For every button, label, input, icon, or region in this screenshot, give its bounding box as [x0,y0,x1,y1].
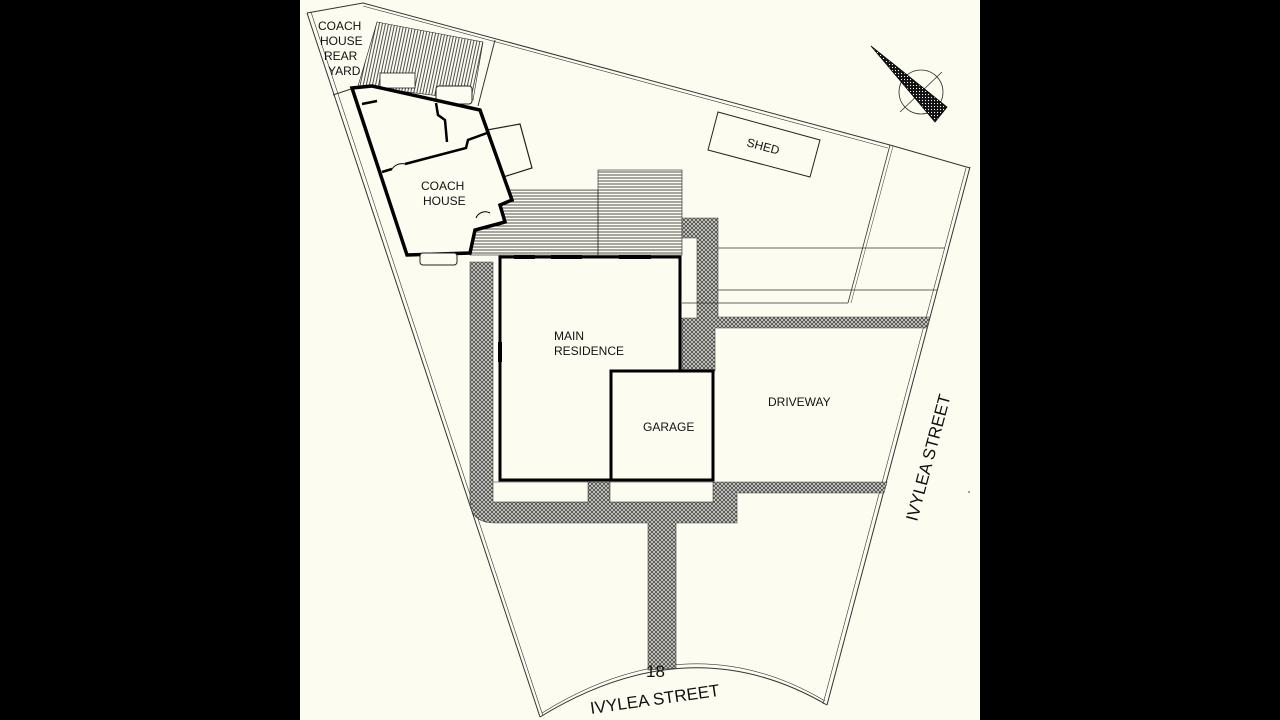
label-main-residence-line-2: RESIDENCE [554,344,624,358]
side-yard-lines [682,144,945,304]
label-coach-house-rear-yard-line-2: HOUSE [320,34,363,48]
entry-door-icon [475,211,491,219]
shed [707,111,821,178]
label-house-number: 18 [646,662,665,681]
path-strip-garage [609,481,714,503]
rear-deck-right [597,169,683,256]
garage [609,369,715,482]
stray-dot [968,491,970,493]
label-driveway: DRIVEWAY [768,395,831,409]
label-garage: GARAGE [643,420,694,434]
rear-yard-boundary [332,39,496,107]
coach-house-window-box-bottom [419,252,458,266]
residence-windows [498,255,651,362]
label-coach-house-line-2: HOUSE [423,194,466,208]
path-strip-residence [492,481,589,503]
label-main-residence-line-1: MAIN [554,329,584,343]
north-arrow-icon [870,45,948,123]
door-swing-icon [391,163,406,170]
label-coach-house-rear-yard-line-3: REAR [324,49,358,63]
lot-boundary [306,2,971,718]
label-coach-house-line-1: COACH [421,179,464,193]
label-coach-house-rear-yard-line-1: COACH [318,19,361,33]
coach-house-interior-walls [361,99,488,174]
label-coach-house-rear-yard-line-4: YARD [328,64,361,78]
coach-house-steps [379,72,416,89]
